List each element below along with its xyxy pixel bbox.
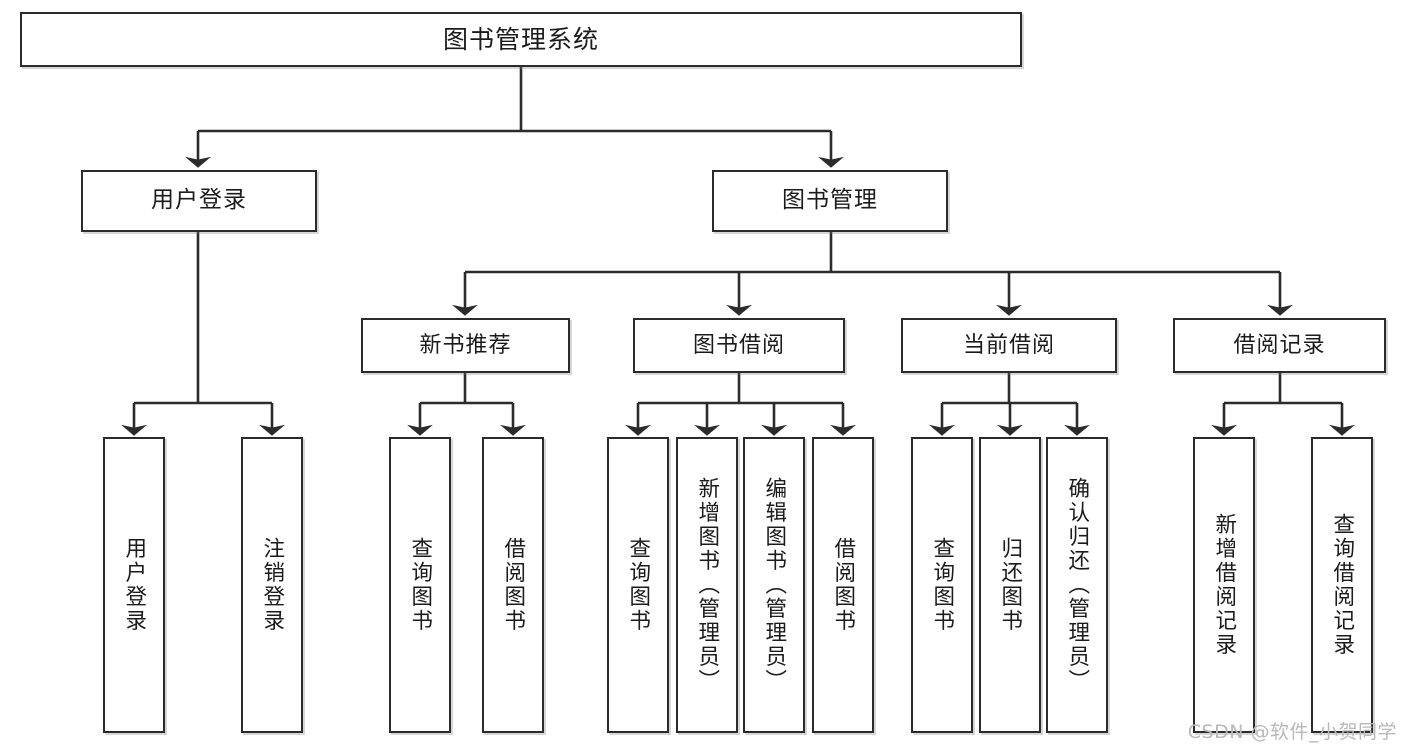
node-leaf-query-book-3[interactable]: 查询图书	[911, 437, 973, 733]
node-leaf-query-record[interactable]: 查询借阅记录	[1311, 437, 1373, 733]
node-leaf-borrow-book-1[interactable]: 借阅图书	[482, 437, 544, 733]
node-leaf-query-book-1[interactable]: 查询图书	[389, 437, 451, 733]
node-borrow-record[interactable]: 借阅记录	[1173, 318, 1386, 373]
node-borrow-record-label: 借阅记录	[1233, 332, 1326, 358]
node-user-login-label: 用户登录	[151, 187, 247, 214]
node-leaf-user-logout[interactable]: 注销登录	[241, 437, 303, 733]
node-root-label: 图书管理系统	[442, 24, 599, 54]
node-leaf-user-login-label: 用户登录	[121, 537, 147, 633]
node-book-borrow-label: 图书借阅	[692, 332, 785, 358]
node-leaf-query-book-2-label: 查询图书	[625, 537, 651, 633]
watermark-text: CSDN @软件_小贺同学	[1187, 721, 1397, 743]
node-leaf-borrow-book-1-label: 借阅图书	[500, 537, 526, 633]
node-leaf-query-record-label: 查询借阅记录	[1329, 513, 1355, 657]
node-leaf-edit-book[interactable]: 编辑图书（管理员）	[743, 437, 805, 733]
node-leaf-add-book-label: 新增图书（管理员）	[694, 477, 720, 693]
node-leaf-return-book[interactable]: 归还图书	[979, 437, 1041, 733]
node-leaf-add-record-label: 新增借阅记录	[1211, 513, 1237, 657]
node-leaf-query-book-3-label: 查询图书	[929, 537, 955, 633]
node-book-manage-label: 图书管理	[782, 187, 878, 214]
node-new-book-rec-label: 新书推荐	[419, 332, 512, 358]
node-new-book-rec[interactable]: 新书推荐	[361, 318, 570, 373]
node-current-borrow-label: 当前借阅	[962, 332, 1055, 358]
node-leaf-query-book-2[interactable]: 查询图书	[607, 437, 669, 733]
node-root[interactable]: 图书管理系统	[20, 12, 1022, 67]
node-leaf-borrow-book-2[interactable]: 借阅图书	[812, 437, 874, 733]
node-book-borrow[interactable]: 图书借阅	[633, 318, 845, 373]
node-leaf-user-login[interactable]: 用户登录	[103, 437, 165, 733]
node-leaf-borrow-book-2-label: 借阅图书	[830, 537, 856, 633]
node-leaf-query-book-1-label: 查询图书	[407, 537, 433, 633]
node-leaf-confirm-return-label: 确认归还（管理员）	[1064, 477, 1090, 693]
node-leaf-confirm-return[interactable]: 确认归还（管理员）	[1046, 437, 1108, 733]
node-leaf-add-book[interactable]: 新增图书（管理员）	[676, 437, 738, 733]
node-leaf-edit-book-label: 编辑图书（管理员）	[761, 477, 787, 693]
node-leaf-add-record[interactable]: 新增借阅记录	[1193, 437, 1255, 733]
node-leaf-return-book-label: 归还图书	[997, 537, 1023, 633]
node-current-borrow[interactable]: 当前借阅	[901, 318, 1117, 373]
node-book-manage[interactable]: 图书管理	[712, 170, 948, 232]
node-user-login[interactable]: 用户登录	[81, 170, 317, 232]
node-leaf-user-logout-label: 注销登录	[259, 537, 285, 633]
